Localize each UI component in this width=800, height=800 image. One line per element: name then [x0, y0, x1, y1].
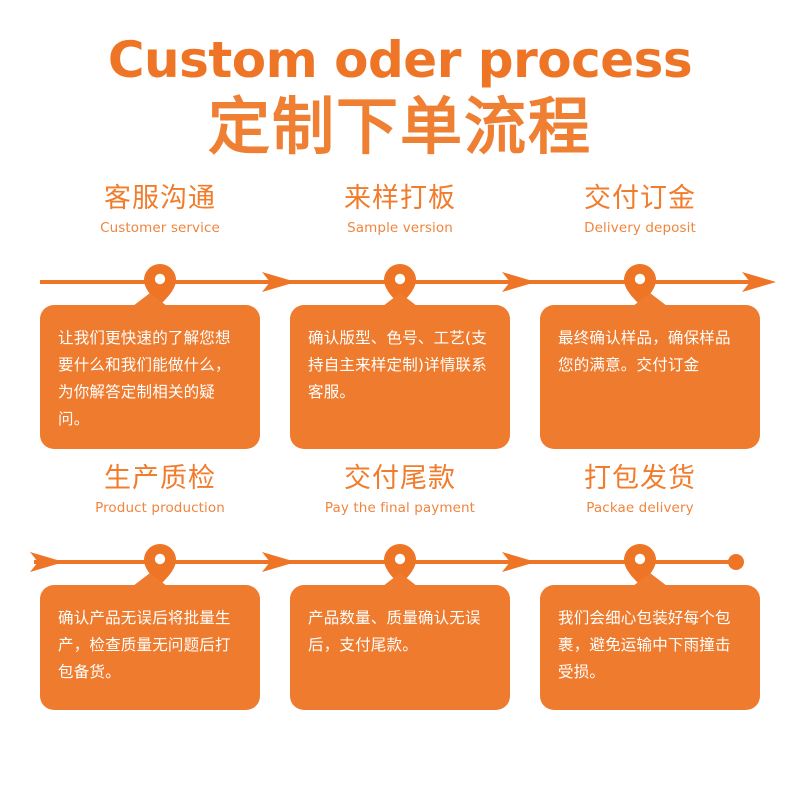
process-row-1: 客服沟通 Customer service 来样打板 Sample versio…	[0, 183, 800, 451]
process-row-2: 生产质检 Product production 交付尾款 Pay the fin…	[0, 463, 800, 731]
step-card-text-r2-0: 确认产品无误后将批量生产，检查质量无问题后打包备货。	[58, 608, 231, 681]
step-heading-cn-r2-0: 生产质检	[104, 462, 216, 494]
step-heading-en-r2-0: Product production	[95, 499, 225, 516]
step-heading-r2-0: 生产质检 Product production	[40, 463, 280, 539]
page-title-chinese: 定制下单流程	[207, 89, 592, 163]
step-card-r1-1: 确认版型、色号、工艺(支持自主来样定制)详情联系客服。	[290, 292, 510, 450]
step-card-text-r2-2: 我们会细心包装好每个包裹，避免运输中下雨撞击受损。	[558, 608, 731, 681]
step-heading-cn-r1-1: 来样打板	[344, 182, 456, 214]
step-cards-row-1: 让我们更快速的了解您想要什么和我们能做什么，为你解答定制相关的疑问。 确认版型、…	[0, 292, 800, 450]
timeline-arrow-mid-r2-b	[502, 551, 536, 572]
card-notch-r2-2	[633, 572, 667, 586]
step-heading-en-r2-2: Packae delivery	[586, 499, 694, 516]
timeline-arrow-end-r1	[742, 271, 776, 292]
step-card-r2-2: 我们会细心包装好每个包裹，避免运输中下雨撞击受损。	[540, 572, 760, 710]
timeline-arrow-mid-r1-a	[262, 271, 296, 292]
timeline-arrow-mid-r1-b	[502, 271, 536, 292]
step-card-text-r1-1: 确认版型、色号、工艺(支持自主来样定制)详情联系客服。	[308, 328, 487, 401]
step-heading-cn-r1-0: 客服沟通	[104, 182, 216, 214]
step-heading-en-r1-2: Delivery deposit	[584, 219, 696, 236]
step-heading-cn-r2-2: 打包发货	[584, 462, 696, 494]
page-header: Custom oder process 定制下单流程	[0, 0, 800, 161]
step-card-r1-0: 让我们更快速的了解您想要什么和我们能做什么，为你解答定制相关的疑问。	[40, 292, 260, 450]
card-notch-r2-0	[133, 572, 167, 586]
card-notch-r1-2	[633, 292, 667, 306]
page-title-english: Custom oder process	[107, 31, 693, 89]
card-notch-r1-0	[133, 292, 167, 306]
step-headings-row-2: 生产质检 Product production 交付尾款 Pay the fin…	[0, 463, 800, 539]
step-heading-r1-2: 交付订金 Delivery deposit	[520, 183, 760, 259]
step-heading-r2-2: 打包发货 Packae delivery	[520, 463, 760, 539]
step-card-r1-2: 最终确认样品，确保样品您的满意。交付订金	[540, 292, 760, 450]
step-heading-r1-0: 客服沟通 Customer service	[40, 183, 280, 259]
card-notch-r2-1	[383, 572, 417, 586]
timeline-arrow-mid-r2-a	[262, 551, 296, 572]
step-heading-en-r1-1: Sample version	[347, 219, 453, 236]
card-notch-r1-1	[383, 292, 417, 306]
step-card-r2-1: 产品数量、质量确认无误后，支付尾款。	[290, 572, 510, 710]
step-card-r2-0: 确认产品无误后将批量生产，检查质量无问题后打包备货。	[40, 572, 260, 710]
step-heading-en-r1-0: Customer service	[100, 219, 220, 236]
step-heading-r2-1: 交付尾款 Pay the final payment	[280, 463, 520, 539]
timeline-end-dot-r2	[728, 553, 744, 570]
step-card-text-r2-1: 产品数量、质量确认无误后，支付尾款。	[308, 608, 481, 654]
step-headings-row-1: 客服沟通 Customer service 来样打板 Sample versio…	[0, 183, 800, 259]
step-card-text-r1-2: 最终确认样品，确保样品您的满意。交付订金	[558, 328, 731, 374]
step-card-text-r1-0: 让我们更快速的了解您想要什么和我们能做什么，为你解答定制相关的疑问。	[58, 328, 231, 429]
step-cards-row-2: 确认产品无误后将批量生产，检查质量无问题后打包备货。 产品数量、质量确认无误后，…	[0, 572, 800, 710]
step-heading-cn-r1-2: 交付订金	[584, 182, 696, 214]
step-heading-r1-1: 来样打板 Sample version	[280, 183, 520, 259]
timeline-arrow-start-r2	[30, 551, 64, 572]
step-heading-cn-r2-1: 交付尾款	[344, 462, 456, 494]
step-heading-en-r2-1: Pay the final payment	[324, 499, 476, 516]
